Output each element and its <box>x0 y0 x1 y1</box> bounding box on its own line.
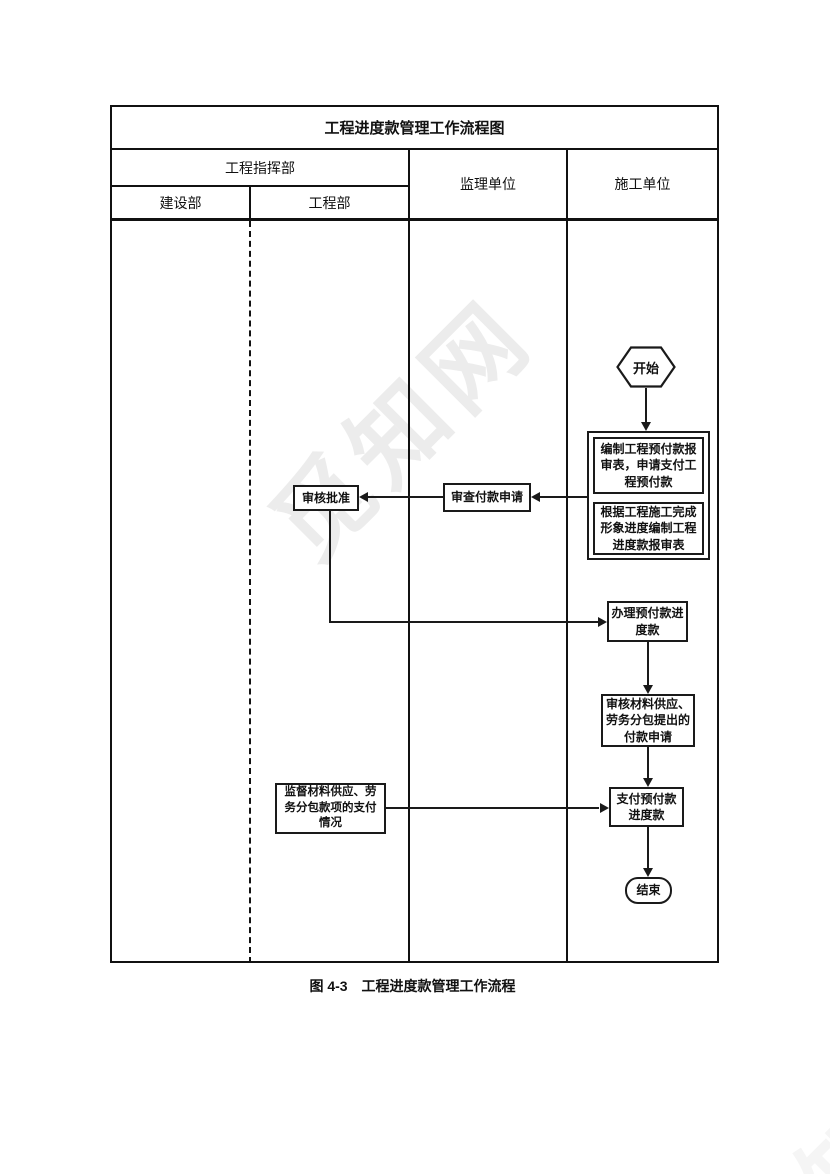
arrowhead-into-pay <box>643 778 653 787</box>
arrowhead-into-reviewsupplier <box>643 685 653 694</box>
arrowhead-into-approve <box>359 492 368 502</box>
construction-engineering-divider <box>249 185 251 220</box>
review-supplier-box: 审核材料供应、劳务分包提出的付款申请 <box>601 694 695 747</box>
connector-approve-handle <box>329 621 599 623</box>
review-payment-box: 审查付款申请 <box>443 483 531 512</box>
chart-title: 工程进度款管理工作流程图 <box>324 120 505 137</box>
arrowhead-into-pay-left <box>600 803 609 813</box>
handle-payment-box: 办理预付款进度款 <box>607 601 688 642</box>
engineering-supervision-divider <box>408 148 410 963</box>
arrowhead-into-prepare <box>641 422 651 431</box>
approve-box: 审核批准 <box>293 485 359 511</box>
prepare-progress-box: 根据工程施工完成形象进度编制工程进度款报审表 <box>593 502 704 555</box>
supervision-contractor-divider <box>566 148 568 963</box>
watermark-corner-text: 觅知网 <box>705 1010 830 1174</box>
connector-start-prepare <box>645 388 647 425</box>
connector-prepare-review <box>539 496 587 498</box>
pay-box: 支付预付款进度款 <box>609 787 684 827</box>
lane-contractor-unit: 施工单位 <box>614 176 671 192</box>
supervise-box: 监督材料供应、劳务分包款项的支付情况 <box>275 783 386 834</box>
lane-group-hq: 工程指挥部 <box>225 159 295 176</box>
construction-engineering-dashed-lane-divider <box>249 221 251 963</box>
start-node: 开始 <box>616 346 676 388</box>
connector-review-approve <box>367 496 443 498</box>
hq-row-divider <box>110 185 410 187</box>
arrowhead-into-handle <box>598 617 607 627</box>
flowchart-table-border <box>110 105 719 963</box>
start-hexagon-shape <box>616 346 676 388</box>
connector-handle-reviewsupplier <box>647 642 649 687</box>
arrowhead-into-end <box>643 868 653 877</box>
connector-pay-end <box>647 827 649 869</box>
prepare-prepay-box: 编制工程预付款报审表，申请支付工程预付款 <box>593 437 704 494</box>
title-row-divider <box>110 148 719 150</box>
end-node: 结束 <box>625 877 672 904</box>
connector-approve-down <box>329 511 331 623</box>
arrowhead-into-review <box>531 492 540 502</box>
lane-engineering-dept: 工程部 <box>308 194 351 211</box>
connector-reviewsupplier-pay <box>647 747 649 779</box>
figure-caption: 图 4-3 工程进度款管理工作流程 <box>309 978 516 994</box>
lane-construction-dept: 建设部 <box>159 194 202 211</box>
start-node-label: 开始 <box>632 360 659 376</box>
connector-supervise-pay <box>386 807 599 809</box>
lane-supervision-unit: 监理单位 <box>460 176 516 192</box>
header-body-divider <box>110 218 719 221</box>
prepare-group-box: 编制工程预付款报审表，申请支付工程预付款 根据工程施工完成形象进度编制工程进度款… <box>587 431 710 560</box>
